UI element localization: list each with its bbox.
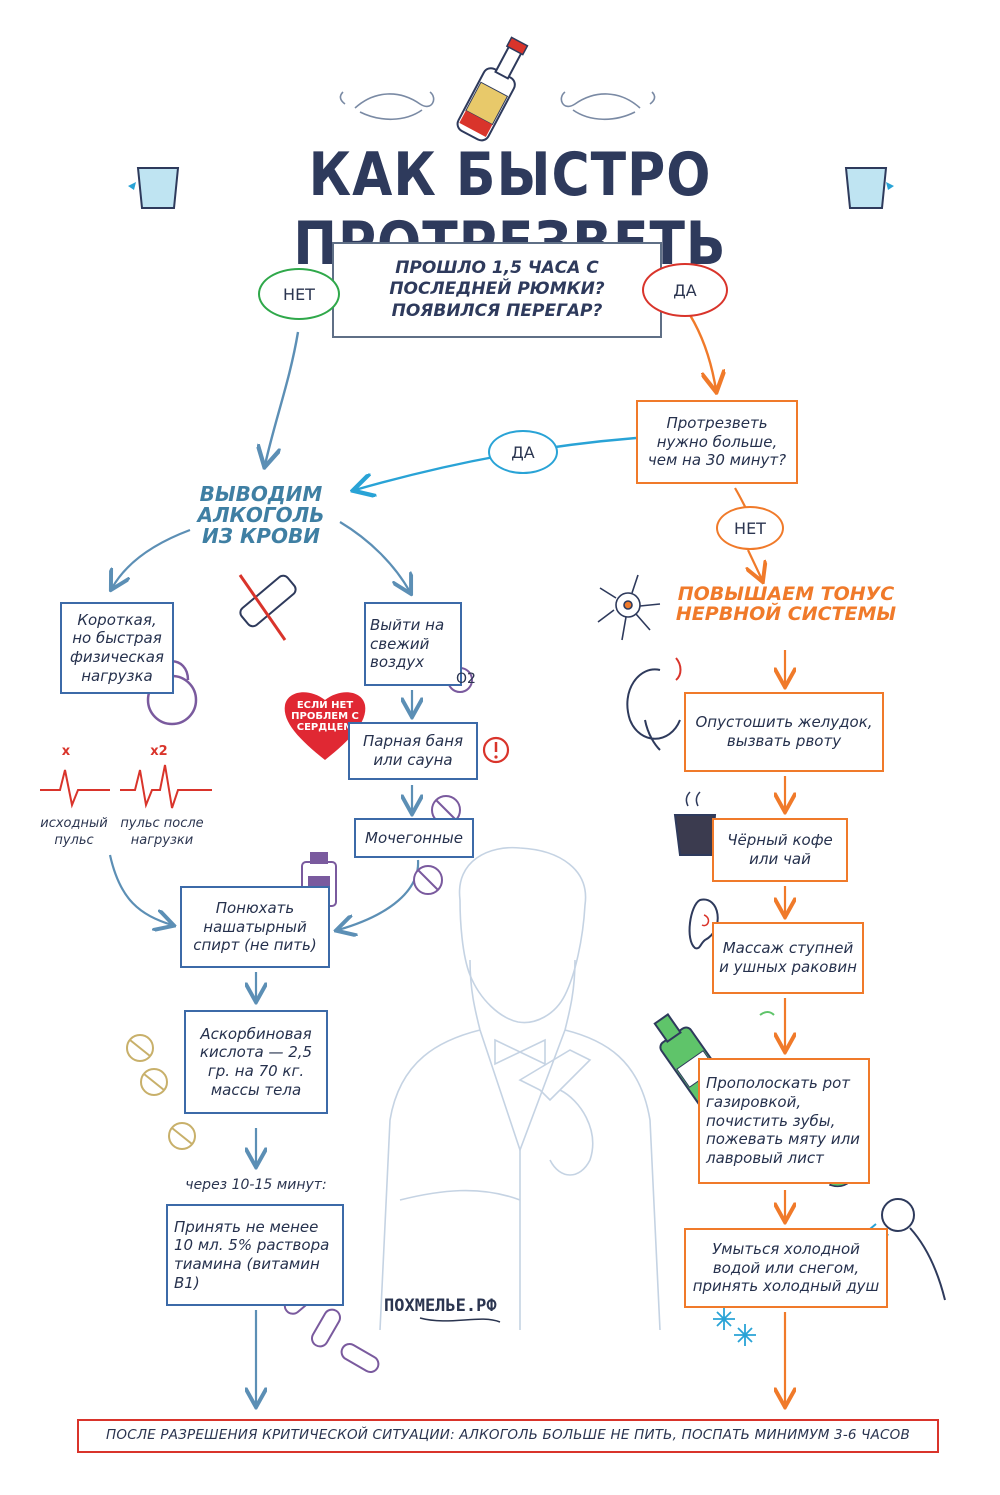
- answer-no2-oval: НЕТ: [716, 506, 784, 550]
- massage-text: Массаж ступней и ушных раковин: [719, 939, 857, 976]
- vodka-bottle-icon: [456, 36, 529, 142]
- sauna-box: Парная баня или сауна: [348, 722, 478, 780]
- answer-yes2-oval: ДА: [488, 430, 558, 474]
- flourish-left-icon: [339, 91, 435, 121]
- no-alcohol-icon: [238, 574, 297, 641]
- right-question-box: Протрезветь нужно больше, чем на 30 мину…: [636, 400, 798, 484]
- diuretic-box: Мочегонные: [354, 818, 474, 858]
- arrow-yes-to-right: [688, 314, 716, 390]
- arrow-to-fresh-air: [339, 521, 410, 592]
- coffee-text: Чёрный кофе или чай: [727, 831, 833, 868]
- ammonia-box: Понюхать нашатырный спирт (не пить): [180, 886, 330, 968]
- pulse-base-label: исходный пульс: [40, 816, 108, 848]
- ascorbic-box: Аскорбиновая кислота — 2,5 гр. на 70 кг.…: [184, 1010, 328, 1114]
- arrow-no-to-left: [265, 331, 300, 465]
- stomach-box: Опустошить желудок, вызвать рвоту: [684, 692, 884, 772]
- thiamine-text: Принять не менее 10 мл. 5% раствора тиам…: [174, 1217, 330, 1292]
- wash-box: Умыться холодной водой или снегом, приня…: [684, 1228, 888, 1308]
- right-question-text: Протрезветь нужно больше, чем на 30 мину…: [647, 413, 787, 470]
- left-heading: ВЫВОДИМ АЛКОГОЛЬ ИЗ КРОВИ: [197, 482, 325, 548]
- snowflake-icon: [713, 1308, 756, 1346]
- ascorbic-tablets-icon: [126, 1034, 196, 1150]
- wash-text: Умыться холодной водой или снегом, приня…: [692, 1239, 880, 1296]
- pulse-after-label: пульс после нагрузки: [120, 816, 204, 848]
- shot-glass-right-icon: [844, 167, 894, 209]
- site-logo: ПОХМЕЛЬЕ.РФ: [384, 1296, 497, 1316]
- rinse-text: Прополоскать рот газировкой, почистить з…: [706, 1074, 860, 1168]
- massage-box: Массаж ступней и ушных раковин: [712, 922, 864, 994]
- footer-border: [77, 1419, 939, 1453]
- rinse-box: Прополоскать рот газировкой, почистить з…: [698, 1058, 870, 1184]
- flourish-right-icon: [560, 91, 656, 121]
- arrow-to-exercise: [112, 528, 191, 588]
- sauna-text: Парная баня или сауна: [362, 732, 464, 769]
- gentleman-illustration: [379, 846, 661, 1331]
- footer-text: ПОСЛЕ РАЗРЕШЕНИЯ КРИТИЧЕСКОЙ СИТУАЦИИ: А…: [106, 1427, 910, 1443]
- pulse-x-label: x: [61, 744, 71, 759]
- pulse-x2-label: x2: [150, 744, 168, 759]
- pulse-after-icon: [120, 764, 212, 809]
- wait-label: через 10-15 минут:: [185, 1177, 327, 1193]
- arrow-diuretic-to-ammonia: [338, 859, 420, 930]
- stomach-text: Опустошить желудок, вызвать рвоту: [695, 713, 873, 750]
- neuron-icon: [597, 574, 661, 641]
- oxygen-label: O2: [456, 671, 476, 687]
- fresh-air-text: Выйти на свежий воздух: [370, 615, 445, 672]
- exercise-box: Короткая, но быстрая физическая нагрузка: [60, 602, 174, 694]
- ascorbic-text: Аскорбиновая кислота — 2,5 гр. на 70 кг.…: [199, 1024, 313, 1099]
- ear-icon: [688, 898, 719, 950]
- pill-icon: [413, 795, 461, 895]
- answer-no-oval: НЕТ: [258, 268, 340, 320]
- pulse-base-icon: [40, 769, 110, 809]
- warning-icon: [482, 736, 510, 764]
- heart-icon: [284, 692, 366, 760]
- arrow-pulse-to-ammonia: [108, 854, 172, 925]
- right-heading: ПОВЫШАЕМ ТОНУС НЕРВНОЙ СИСТЕМЫ: [675, 583, 897, 625]
- answer-yes-oval: ДА: [642, 263, 728, 317]
- fresh-air-box: Выйти на свежий воздух: [364, 602, 462, 686]
- diuretic-text: Мочегонные: [365, 828, 463, 847]
- thiamine-box: Принять не менее 10 мл. 5% раствора тиам…: [166, 1204, 344, 1306]
- heart-text: ЕСЛИ НЕТ ПРОБЛЕМ С СЕРДЦЕМ: [291, 700, 359, 733]
- coffee-box: Чёрный кофе или чай: [712, 818, 848, 882]
- ammonia-text: Понюхать нашатырный спирт (не пить): [193, 898, 317, 955]
- main-question-text: ПРОШЛО 1,5 ЧАСА С ПОСЛЕДНЕЙ РЮМКИ? ПОЯВИ…: [389, 258, 605, 321]
- exercise-text: Короткая, но быстрая физическая нагрузка: [70, 610, 164, 685]
- stomach-icon: [626, 657, 682, 751]
- shot-glass-left-icon: [128, 167, 180, 209]
- main-question-box: ПРОШЛО 1,5 ЧАСА С ПОСЛЕДНЕЙ РЮМКИ? ПОЯВИ…: [332, 242, 662, 338]
